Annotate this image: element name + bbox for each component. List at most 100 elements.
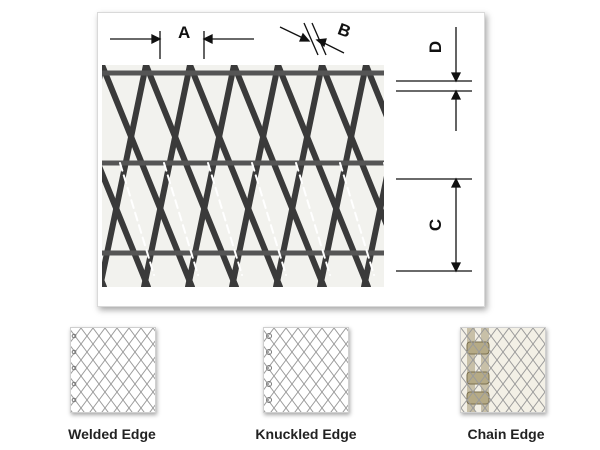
mesh-wire [273,328,281,337]
mesh-wire [502,399,510,409]
mesh-wire [86,367,94,377]
mesh-wire [319,65,384,226]
mesh-wire [461,383,468,393]
mesh-wire [333,343,341,353]
mesh-wire [541,407,545,412]
mesh-wire [502,359,510,369]
mesh-wire [92,391,100,401]
mesh-wire [134,391,142,401]
mesh-wire [361,175,384,287]
mesh-wire [297,335,305,345]
mesh-wire [505,407,510,412]
mesh-wire [267,359,275,369]
mesh-wire [526,328,534,337]
mesh-wire [104,359,112,369]
mesh-wire [363,65,384,118]
mesh-wire [279,328,287,337]
mesh-wire [496,391,504,401]
mesh-wire [116,359,124,369]
mesh-wire [294,407,299,412]
mesh-wire [297,367,305,377]
mesh-wire [74,359,82,369]
mesh-wire [333,367,341,377]
mesh-wire [490,399,498,409]
dimension-b-marker [279,22,345,56]
mesh-wire [520,328,528,337]
mesh-wire [538,375,545,385]
mesh-wire [273,407,278,412]
edge-joint [266,365,272,371]
mesh-wire [86,359,94,369]
mesh-wire [529,407,534,412]
mesh-wire [74,343,82,353]
mesh-wire [264,409,266,412]
mesh-wire [490,335,498,345]
mesh-wire [275,65,371,287]
mesh-wire [484,383,492,393]
mesh-wire [461,375,468,385]
mesh-wire [327,391,335,401]
edge-joint [71,397,77,403]
mesh-wire [152,359,155,364]
mesh-wire [152,407,155,412]
mesh-wire [116,328,124,337]
mesh-wire [80,391,88,401]
mesh-wire [291,399,299,409]
mesh-wire [502,335,510,345]
mesh-wire [110,343,118,353]
mesh-wire [538,351,545,361]
mesh-wire [508,407,513,412]
mesh-wire [532,375,540,385]
mesh-wire [86,328,94,337]
mesh-wire [152,388,155,393]
mesh-wire [484,367,492,377]
mesh-wire [478,359,486,369]
mesh-wire [134,367,142,377]
mesh-wire [140,359,148,369]
mesh-wire [128,335,136,345]
mesh-wire [339,399,347,409]
mesh-wire [461,343,468,353]
mesh-wire [303,343,311,353]
mesh-wire [526,343,534,353]
mesh-wire [110,328,118,337]
mesh-wire [297,351,305,361]
mesh-wire [146,375,154,385]
mesh-wire [520,359,528,369]
mesh-wire [532,391,540,401]
mesh-wire [267,375,275,385]
mesh-wire [86,343,94,353]
edge-joint [71,333,77,339]
mesh-wire [122,335,130,345]
mesh-wire [327,335,335,345]
mesh-wire [104,351,112,361]
mesh-wire [309,343,317,353]
mesh-wire [122,343,130,353]
mesh-wire [152,340,155,345]
mesh-wire [98,399,106,409]
mesh-wire [134,399,142,409]
dimension-c-label: C [426,218,446,232]
mesh-wire [140,399,148,409]
mesh-wire [461,328,468,337]
mesh-wire [110,391,118,401]
mesh-wire [333,328,341,337]
mesh-wire [285,359,293,369]
mesh-wire [80,335,88,345]
mesh-wire [122,351,130,361]
mesh-wire [110,359,118,369]
mesh-wire [152,372,155,377]
mesh-wire [98,351,106,361]
mesh-wire [279,391,287,401]
mesh-wire [484,399,492,409]
mesh-wire [484,391,492,401]
mesh-wire [122,328,130,337]
mesh-wire [532,367,540,377]
mesh-wire [321,391,329,401]
mesh-wire [74,391,82,401]
mesh-wire [327,383,335,393]
mesh-wire [104,367,112,377]
mesh-wire [146,367,154,377]
mesh-wire [251,162,287,276]
mesh-wire [532,383,540,393]
